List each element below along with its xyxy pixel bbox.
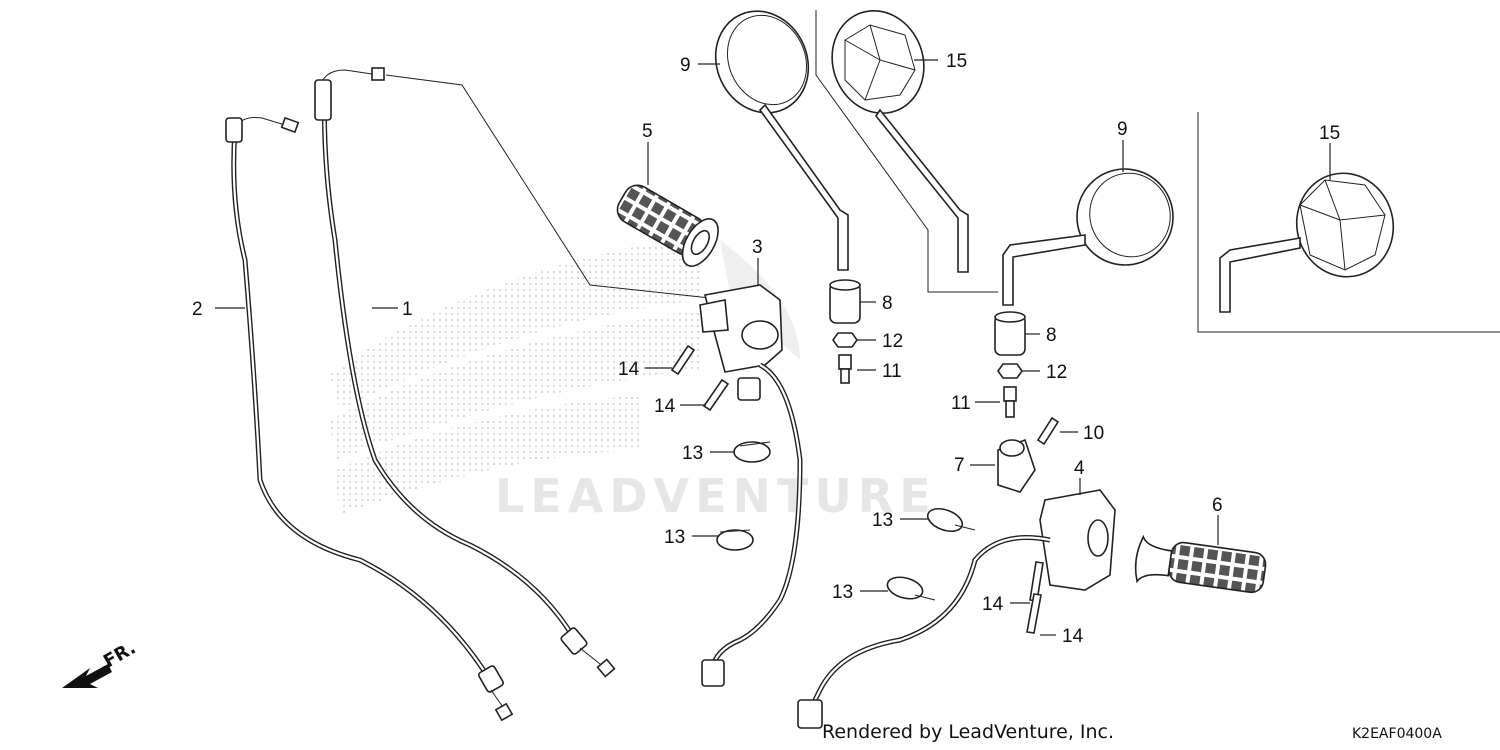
callout-4: 4 — [1074, 458, 1085, 479]
callout-10: 10 — [1083, 423, 1104, 444]
callout-8-left: 8 — [882, 293, 893, 314]
callout-15-left: 15 — [946, 51, 967, 72]
leader-line-cable — [385, 74, 711, 299]
bar-end-weight-left — [829, 279, 861, 324]
cable-clamp-right-lower — [886, 576, 936, 601]
callout-13-c: 13 — [872, 510, 893, 531]
callout-14-c: 14 — [982, 594, 1004, 615]
callout-15-right: 15 — [1319, 123, 1340, 144]
watermark-text: LEADVENTURE — [495, 469, 937, 523]
mirror-right — [1002, 168, 1174, 306]
bolt-right — [1003, 386, 1017, 418]
callout-6: 6 — [1212, 495, 1223, 516]
diagram-code: K2EAF0400A — [1352, 726, 1442, 742]
callout-12-left: 12 — [882, 331, 903, 352]
inset-box — [1197, 112, 1500, 333]
callout-1: 1 — [402, 299, 413, 320]
nut-right — [997, 363, 1023, 379]
callout-5: 5 — [642, 121, 653, 142]
callout-11-left: 11 — [882, 361, 902, 382]
bolt-left — [838, 354, 852, 384]
left-grip — [1134, 534, 1267, 594]
callout-9-left: 9 — [680, 55, 691, 76]
screw-10 — [1036, 416, 1060, 446]
clutch-cable — [225, 116, 514, 722]
screw-left-upper — [670, 344, 696, 376]
callout-2: 2 — [192, 299, 203, 320]
callout-13-a: 13 — [682, 443, 703, 464]
throttle-cable — [314, 67, 616, 678]
callout-14-a: 14 — [618, 359, 640, 380]
callout-11-right: 11 — [951, 393, 971, 414]
front-direction-arrow — [62, 664, 112, 688]
callout-12-right: 12 — [1046, 362, 1067, 383]
throttle-grip — [616, 184, 719, 267]
callout-3: 3 — [752, 237, 763, 258]
nut-left — [832, 332, 858, 348]
callout-7: 7 — [954, 455, 965, 476]
callout-9-right: 9 — [1117, 119, 1128, 140]
cable-clamp-right-upper — [926, 507, 976, 533]
bar-end-weight-right — [994, 311, 1026, 356]
leader-line-mirror — [815, 10, 998, 293]
mirror-left-faceted — [831, 9, 969, 273]
callout-13-d: 13 — [832, 582, 853, 603]
cable-clamp-upper — [733, 441, 771, 463]
left-handlebar-switch — [797, 489, 1116, 729]
clutch-lever-holder — [997, 438, 1036, 493]
callout-leaders — [215, 59, 1331, 636]
callout-13-b: 13 — [664, 527, 685, 548]
right-handlebar-switch — [699, 284, 803, 687]
screw-left-lower — [702, 378, 730, 412]
mirror-right-faceted — [1219, 172, 1395, 313]
cable-clamp-lower — [716, 529, 754, 551]
callout-14-b: 14 — [654, 396, 676, 417]
callout-14-d: 14 — [1062, 626, 1084, 647]
screw-right-lower — [1026, 593, 1042, 634]
footer-credit: Rendered by LeadVenture, Inc. — [822, 721, 1114, 743]
mirror-left — [714, 10, 849, 271]
callout-8-right: 8 — [1046, 325, 1057, 346]
